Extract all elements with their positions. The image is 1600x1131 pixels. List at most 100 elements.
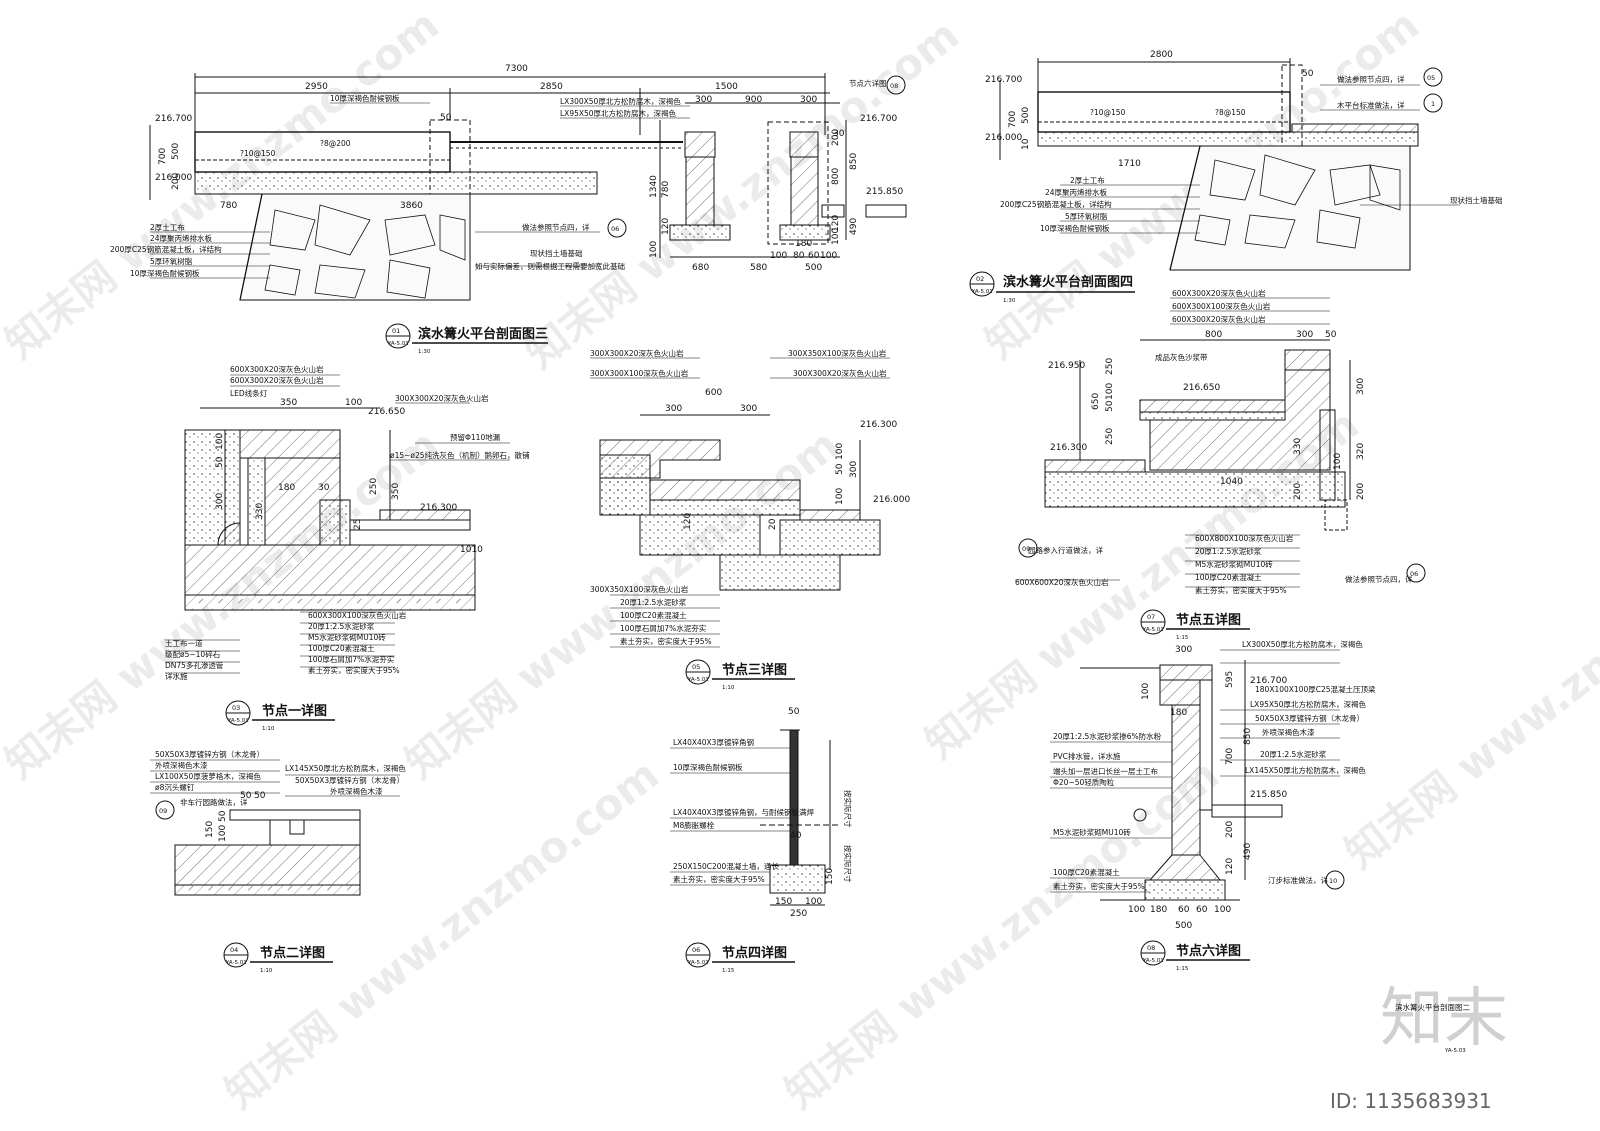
svg-text:09: 09 xyxy=(159,807,167,815)
title-block-n2: 04 YA-5.01 节点二详图 1:10 xyxy=(223,942,333,974)
label: 600X300X20深灰色火山岩 xyxy=(230,375,324,385)
dim: 2800 xyxy=(1150,50,1173,60)
dim: 500 xyxy=(1175,921,1192,931)
label: 100厚C20素混凝土 xyxy=(1195,572,1262,582)
svg-text:06: 06 xyxy=(1410,570,1418,578)
section-title: 节点五详图 xyxy=(1176,612,1241,628)
label: ?8@150 xyxy=(1215,108,1246,117)
elevation: 215.850 xyxy=(866,187,903,197)
label: LED线条灯 xyxy=(230,388,268,398)
dim: 30 xyxy=(318,483,330,493)
label: 300X300X20深灰色火山岩 xyxy=(590,348,684,358)
label: 20厚1:2.5水泥砂浆掺6%防水粉 xyxy=(1053,731,1162,741)
dim: 60 xyxy=(808,251,820,261)
watermark-text: 知末网 www.znzmo.com xyxy=(216,750,668,1118)
section-number: 05 xyxy=(692,663,700,671)
section-scale: 1:15 xyxy=(722,968,735,974)
elevation: 216.300 xyxy=(860,420,897,430)
dim: 300 xyxy=(849,461,859,478)
elevation: 216.700 xyxy=(985,75,1022,85)
label: 汀步标准做法，详 xyxy=(1268,875,1328,885)
sheet-title-block: 知末 滨水篝火平台剖面图二 YA-5.03 ID: 1135683931 xyxy=(1330,982,1508,1113)
label: 现状挡土墙基础 xyxy=(1450,195,1503,205)
label: M5水泥砂浆砌MU10砖 xyxy=(308,632,386,642)
dim: 200 xyxy=(831,129,841,146)
title-block-n1: 03 YA-5.01 节点一详图 1:10 xyxy=(225,700,335,732)
label: 园路参入行道做法，详 xyxy=(1028,545,1103,555)
dim: 100 xyxy=(831,228,841,245)
label: 300X300X100深灰色火山岩 xyxy=(590,368,689,378)
elevation: 216.700 xyxy=(155,114,192,124)
node-2-text: 50X50X3厚镀锌方钢（木龙骨） 外喷深褐色木漆 LX100X50厚菠萝格木，… xyxy=(155,749,406,974)
label: 10厚深褐色耐候钢板 xyxy=(1040,223,1110,233)
section-scale: 1:10 xyxy=(722,685,735,691)
label: 素土夯实，密实度大于95% xyxy=(620,636,712,646)
dim: 680 xyxy=(692,263,709,273)
node-6 xyxy=(1050,649,1340,901)
dim: 300 xyxy=(1296,330,1313,340)
section-ref: YA-5.01 xyxy=(971,289,993,295)
dim: 180 xyxy=(1150,905,1167,915)
dim: 50 xyxy=(1325,330,1337,340)
dim: 700 xyxy=(158,148,168,165)
label: 20厚1:2.5水泥砂浆 xyxy=(1195,546,1262,556)
dim: 120 xyxy=(683,513,693,530)
label: LX95X50厚北方松防腐木，深褐色 xyxy=(1250,699,1367,709)
dim: 1340 xyxy=(649,175,659,198)
dim: 780 xyxy=(220,201,237,211)
label: 成品灰色沙浆带 xyxy=(1155,352,1208,362)
label: LX145X50厚北方松防腐木，深褐色 xyxy=(285,763,406,773)
title-block-s1: 01 YA-5.01 滨水篝火平台剖面图三 1:30 xyxy=(385,323,548,355)
label: 200厚C25钢筋混凝土板，详结构 xyxy=(110,244,222,254)
label: 300X300X20深灰色火山岩 xyxy=(793,368,887,378)
svg-text:05: 05 xyxy=(1427,74,1435,82)
section-ref: YA-5.01 xyxy=(225,960,247,966)
elevation: 216.300 xyxy=(1050,443,1087,453)
section-2-text: 2800 1710 50 700 500 10 216.700 216.000 … xyxy=(969,50,1503,304)
label: 600X300X20深灰色火山岩 xyxy=(230,364,324,374)
callout-marker: 09 xyxy=(155,800,175,820)
node-1-text: 600X300X20深灰色火山岩 600X300X20深灰色火山岩 LED线条灯… xyxy=(165,364,530,732)
label: 级配ø5~10碎石 xyxy=(165,649,221,659)
section-title: 节点二详图 xyxy=(260,945,325,961)
label: ø8沉头螺钉 xyxy=(155,782,195,792)
node-2 xyxy=(150,759,400,896)
section-scale: 1:10 xyxy=(260,968,273,974)
elevation: 216.700 xyxy=(1250,676,1287,686)
dim: 1040 xyxy=(1220,477,1243,487)
dim: 80 xyxy=(793,251,805,261)
dim: 50 xyxy=(240,791,252,801)
section-number: 02 xyxy=(976,275,984,283)
dim: 50 xyxy=(835,463,845,475)
label: 外喷深褐色木漆 xyxy=(330,786,383,796)
label: 300X350X100深灰色火山岩 xyxy=(590,584,689,594)
dim: 320 xyxy=(1356,443,1366,460)
label: 按实际尺寸 xyxy=(843,845,853,883)
label: 如与实际偏差，则需根据工程需要加宽此基础 xyxy=(475,261,625,271)
section-scale: 1:15 xyxy=(1176,635,1189,641)
dim: 100 xyxy=(345,398,362,408)
label: 24厚聚丙烯排水板 xyxy=(150,233,213,243)
label: 土工布一道 xyxy=(165,638,203,648)
section-title: 节点六详图 xyxy=(1176,943,1241,959)
label: LX40X40X3厚镀锌角钢 xyxy=(673,737,754,747)
label: 600X300X20深灰色火山岩 xyxy=(1172,288,1266,298)
section-ref: YA-5.01 xyxy=(1142,627,1164,633)
section-ref: YA-5.01 xyxy=(227,718,249,724)
label: 100厚C20素混凝土 xyxy=(308,643,375,653)
logo: 知末 xyxy=(1380,982,1508,1056)
label: LX40X40X3厚镀锌角钢，与耐候钢板满焊 xyxy=(673,807,814,817)
label: M8膨胀螺栓 xyxy=(673,820,715,830)
label: 素土夯实，密实度大于95% xyxy=(308,665,400,675)
dim: 50 xyxy=(254,791,266,801)
section-number: 04 xyxy=(230,946,238,954)
label: 250X150C200混凝土墙，通长 xyxy=(673,861,779,871)
label: 24厚聚丙烯排水板 xyxy=(1045,187,1108,197)
dim: 200 xyxy=(171,173,181,190)
label: 180X100X100厚C25混凝土压顶梁 xyxy=(1255,684,1376,694)
label: 2厚土工布 xyxy=(150,222,185,232)
label: 100厚石屑加7%水泥夯实 xyxy=(308,654,395,664)
elevation: 216.300 xyxy=(420,503,457,513)
node-5 xyxy=(1015,297,1351,588)
